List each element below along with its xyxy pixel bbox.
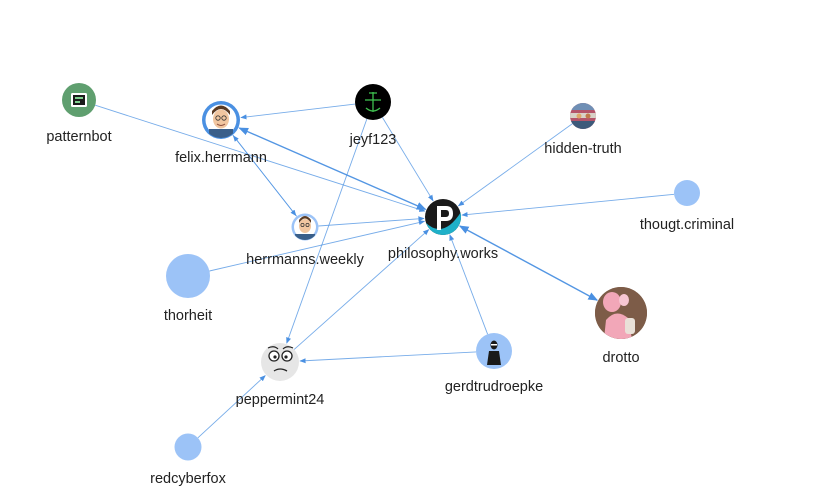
edge-herrmanns-to-felix <box>232 135 298 217</box>
node-thougt-criminal[interactable]: thougt.criminal <box>640 180 734 233</box>
node-jeyf123[interactable]: jeyf123 <box>349 84 397 148</box>
node-label: patternbot <box>46 129 111 145</box>
cartoon-man-avatar-icon <box>291 213 319 241</box>
worried-face-avatar-icon <box>261 343 299 381</box>
node-gerdtrudroepke[interactable]: gerdtrudroepke <box>445 333 543 395</box>
default-avatar-icon <box>674 180 700 206</box>
edge-felix-to-philo <box>238 127 427 211</box>
edge-gerd-to-philo <box>449 234 489 335</box>
pink-figure-photo-avatar-icon <box>595 287 647 339</box>
node-thorheit[interactable]: thorheit <box>164 254 212 324</box>
cartoon-man-avatar-icon <box>202 101 240 139</box>
edge-thorheit-to-philo <box>209 220 426 272</box>
edge-jeyf-to-felix <box>240 103 356 120</box>
node-label: redcyberfox <box>150 471 227 487</box>
node-label: peppermint24 <box>236 392 325 408</box>
node-drotto[interactable]: drotto <box>595 287 647 366</box>
node-label: felix.herrmann <box>175 150 267 166</box>
edge-herrmanns-to-philo <box>318 216 425 227</box>
green-symbol-avatar-icon <box>355 84 391 120</box>
edge-redcyber-to-peppermint <box>197 375 266 439</box>
node-label: gerdtrudroepke <box>445 379 543 395</box>
edge-hidden-to-philo <box>457 123 573 207</box>
node-hidden-truth[interactable]: hidden-truth <box>544 103 622 157</box>
edge-jeyf-to-philo <box>382 117 434 202</box>
node-philosophy-works[interactable]: philosophy.works <box>388 199 498 262</box>
node-felix-herrmann[interactable]: felix.herrmann <box>175 101 267 166</box>
default-avatar-icon <box>166 254 210 298</box>
node-label: philosophy.works <box>388 246 498 262</box>
node-redcyberfox[interactable]: redcyberfox <box>150 433 227 488</box>
node-label: drotto <box>602 350 639 366</box>
node-label: thougt.criminal <box>640 217 734 233</box>
node-patternbot[interactable]: patternbot <box>46 83 112 145</box>
edge-gerd-to-peppermint <box>299 351 477 364</box>
robot-chip-avatar-icon <box>62 83 96 117</box>
node-label: jeyf123 <box>349 132 397 148</box>
edges-layer <box>95 103 675 439</box>
scene-photo-avatar-icon <box>570 103 596 129</box>
edge-peppermint-to-philo <box>293 229 430 350</box>
node-label: hidden-truth <box>544 141 621 157</box>
node-peppermint24[interactable]: peppermint24 <box>236 343 325 408</box>
masked-person-avatar-icon <box>476 333 512 369</box>
letter-p-logo-avatar-icon <box>425 199 461 235</box>
nodes-layer: patternbot felix.herrmann <box>46 83 734 487</box>
node-herrmanns-weekly[interactable]: herrmanns.weekly <box>246 213 365 269</box>
node-label: herrmanns.weekly <box>246 252 364 268</box>
edge-philo-to-drotto <box>458 225 599 301</box>
node-label: thorheit <box>164 308 212 324</box>
edge-thougt-to-philo <box>461 193 675 218</box>
default-avatar-icon <box>174 433 202 461</box>
